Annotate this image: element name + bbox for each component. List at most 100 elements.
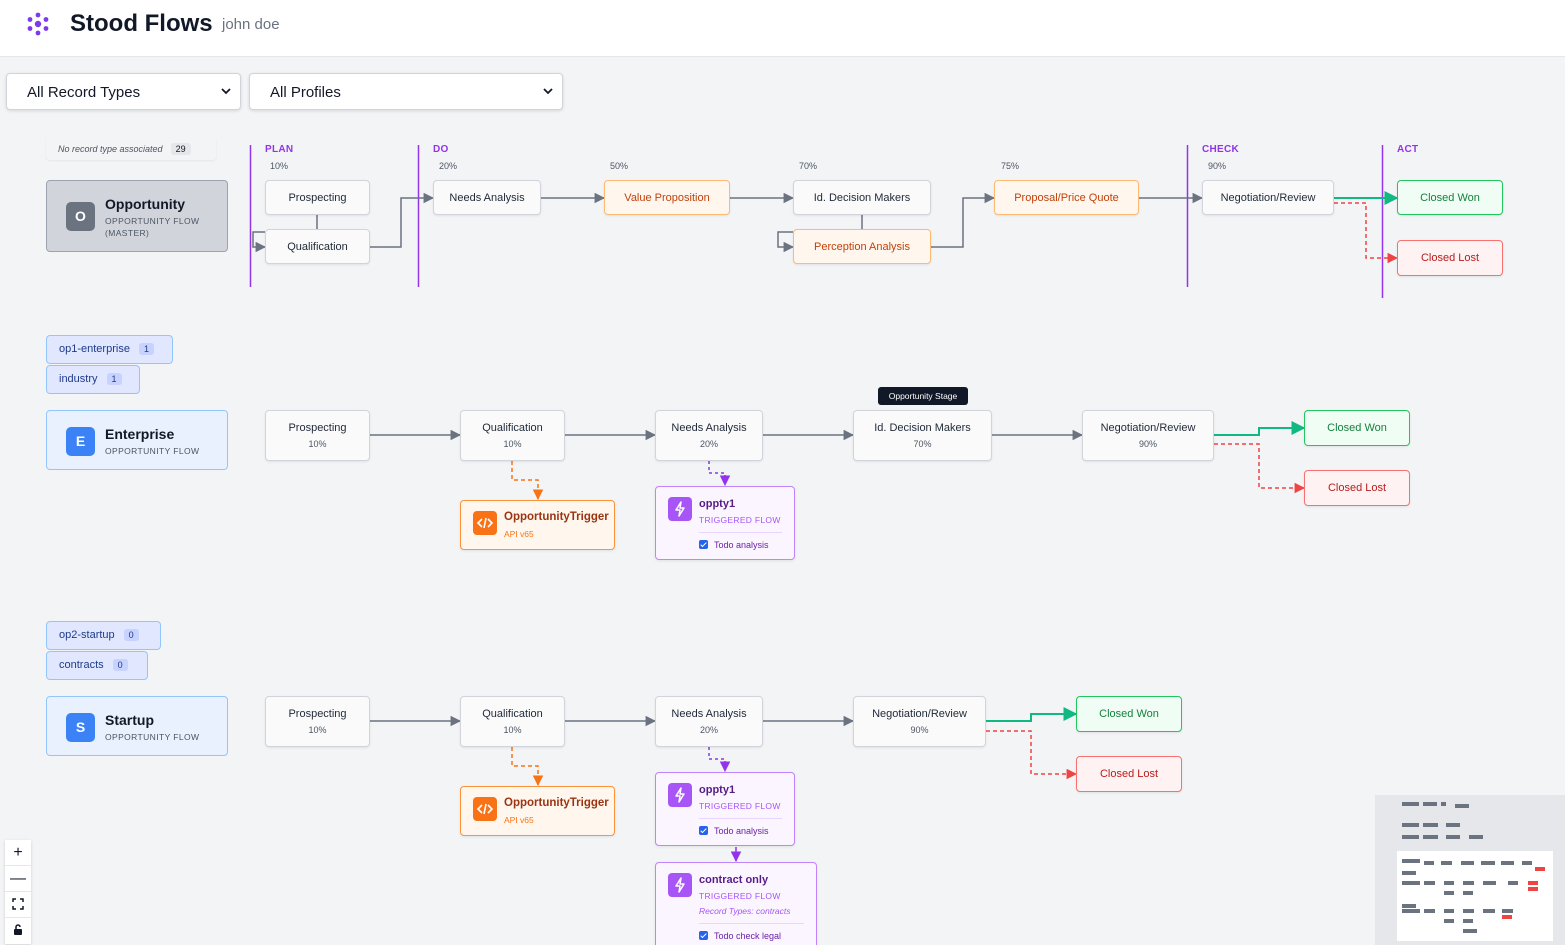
profile-select[interactable]: All Profiles bbox=[249, 73, 563, 110]
stage-label: Closed Lost bbox=[1099, 768, 1159, 780]
checkbox-checked-icon[interactable] bbox=[699, 931, 708, 940]
divider bbox=[699, 923, 804, 924]
flow-name: Startup bbox=[105, 712, 154, 728]
tag-count: 1 bbox=[106, 373, 122, 385]
checkbox-checked-icon[interactable] bbox=[699, 826, 708, 835]
stage-label: Closed Lost bbox=[1420, 252, 1480, 264]
todo-item[interactable]: Todo check legal bbox=[699, 931, 781, 941]
phase-act: ACT bbox=[1397, 144, 1419, 155]
stage-node-negotiation[interactable]: Negotiation/Review bbox=[1202, 180, 1334, 215]
stage-label: Id. Decision Makers bbox=[874, 422, 971, 434]
tag-label: contracts bbox=[59, 659, 104, 671]
record-type-select-value: All Record Types bbox=[27, 84, 141, 101]
zoom-in-button[interactable]: + bbox=[5, 840, 31, 866]
stage-label: Prospecting bbox=[288, 422, 347, 434]
phase-do: DO bbox=[433, 144, 449, 155]
chevron-down-icon bbox=[543, 88, 553, 95]
stage-label: Perception Analysis bbox=[814, 240, 910, 253]
flow-badge: S bbox=[66, 713, 95, 742]
flow-name: contract only bbox=[699, 874, 769, 886]
phase-plan: PLAN bbox=[265, 144, 294, 155]
stage-node-qualification[interactable]: Qualification bbox=[265, 229, 370, 264]
todo-label: Todo check legal bbox=[714, 931, 782, 941]
stage-node-closed-won[interactable]: Closed Won bbox=[1397, 180, 1503, 215]
stage-label: Negotiation/Review bbox=[1100, 422, 1196, 434]
stage-percent: 50% bbox=[610, 161, 629, 171]
stage-node-closed-lost[interactable]: Closed Lost bbox=[1076, 756, 1182, 792]
stage-node-closed-won[interactable]: Closed Won bbox=[1304, 410, 1410, 446]
todo-item[interactable]: Todo analysis bbox=[699, 826, 769, 836]
lightning-icon bbox=[668, 497, 692, 521]
stage-node-needs-analysis[interactable]: Needs Analysis bbox=[433, 180, 541, 215]
checkbox-checked-icon[interactable] bbox=[699, 540, 708, 549]
minimap[interactable] bbox=[1375, 795, 1565, 945]
lock-button[interactable] bbox=[5, 918, 31, 944]
trigger-api-version: API v65 bbox=[504, 529, 534, 539]
stage-node-decision-makers[interactable]: Id. Decision Makers 70% bbox=[853, 410, 992, 461]
stage-label: Prospecting bbox=[288, 191, 347, 204]
profile-select-value: All Profiles bbox=[270, 84, 341, 101]
stage-node-closed-lost[interactable]: Closed Lost bbox=[1304, 470, 1410, 506]
lock-icon bbox=[14, 924, 22, 935]
stage-percent: 10% bbox=[308, 725, 327, 735]
stage-label: Id. Decision Makers bbox=[813, 191, 911, 204]
stage-label: Negotiation/Review bbox=[1220, 191, 1316, 204]
minimap-viewport[interactable] bbox=[1397, 851, 1553, 941]
apex-trigger-node[interactable]: OpportunityTrigger API v65 bbox=[460, 786, 615, 836]
trigger-name: OpportunityTrigger bbox=[504, 797, 609, 809]
record-type-select[interactable]: All Record Types bbox=[6, 73, 241, 110]
code-icon bbox=[473, 511, 497, 535]
fit-view-button[interactable] bbox=[5, 892, 31, 918]
triggered-flow-node[interactable]: oppty1 TRIGGERED FLOW Todo analysis bbox=[655, 772, 795, 846]
stage-node-decision-makers[interactable]: Id. Decision Makers bbox=[793, 180, 931, 215]
stage-percent: 70% bbox=[799, 161, 818, 171]
top-bar: Stood Flows john doe bbox=[0, 0, 1565, 57]
stage-node-perception-analysis[interactable]: Perception Analysis bbox=[793, 229, 931, 264]
flower-network-icon[interactable] bbox=[25, 11, 51, 37]
profile-tag[interactable]: contracts 0 bbox=[46, 651, 148, 680]
apex-trigger-node[interactable]: OpportunityTrigger API v65 bbox=[460, 500, 615, 550]
stage-percent: 20% bbox=[439, 161, 458, 171]
stage-tooltip: Opportunity Stage bbox=[878, 387, 968, 405]
trigger-api-version: API v65 bbox=[504, 815, 534, 825]
triggered-flow-node[interactable]: oppty1 TRIGGERED FLOW Todo analysis bbox=[655, 486, 795, 560]
todo-label: Todo analysis bbox=[714, 826, 769, 836]
stage-node-value-proposition[interactable]: Value Proposition bbox=[604, 180, 730, 215]
stage-node-negotiation[interactable]: Negotiation/Review 90% bbox=[1082, 410, 1214, 461]
triggered-flow-node[interactable]: contract only TRIGGERED FLOW Record Type… bbox=[655, 862, 817, 945]
tag-count: 1 bbox=[138, 343, 154, 355]
opportunity-master-card[interactable]: O Opportunity OPPORTUNITY FLOW (MASTER) bbox=[46, 180, 228, 252]
tag-count: 0 bbox=[112, 659, 128, 671]
stage-percent: 10% bbox=[503, 725, 522, 735]
stage-label: Closed Lost bbox=[1327, 482, 1387, 494]
stage-percent: 90% bbox=[1138, 439, 1157, 449]
stage-label: Needs Analysis bbox=[671, 422, 747, 434]
enterprise-flow-card[interactable]: E Enterprise OPPORTUNITY FLOW bbox=[46, 410, 228, 470]
zoom-out-button[interactable]: — bbox=[5, 866, 31, 892]
flow-name: Opportunity bbox=[105, 196, 186, 212]
stage-percent: 70% bbox=[913, 439, 932, 449]
code-icon bbox=[473, 797, 497, 821]
stage-node-closed-won[interactable]: Closed Won bbox=[1076, 696, 1182, 732]
todo-label: Todo analysis bbox=[714, 540, 769, 550]
todo-item[interactable]: Todo analysis bbox=[699, 540, 769, 550]
no-record-type-label: No record type associated bbox=[58, 144, 163, 154]
stage-percent: 75% bbox=[1001, 161, 1020, 171]
startup-flow-card[interactable]: S Startup OPPORTUNITY FLOW bbox=[46, 696, 228, 756]
chevron-down-icon bbox=[221, 88, 231, 95]
stage-node-closed-lost[interactable]: Closed Lost bbox=[1397, 240, 1503, 276]
stage-node-prospecting[interactable]: Prospecting bbox=[265, 180, 370, 215]
stage-node-proposal[interactable]: Proposal/Price Quote bbox=[994, 180, 1139, 215]
